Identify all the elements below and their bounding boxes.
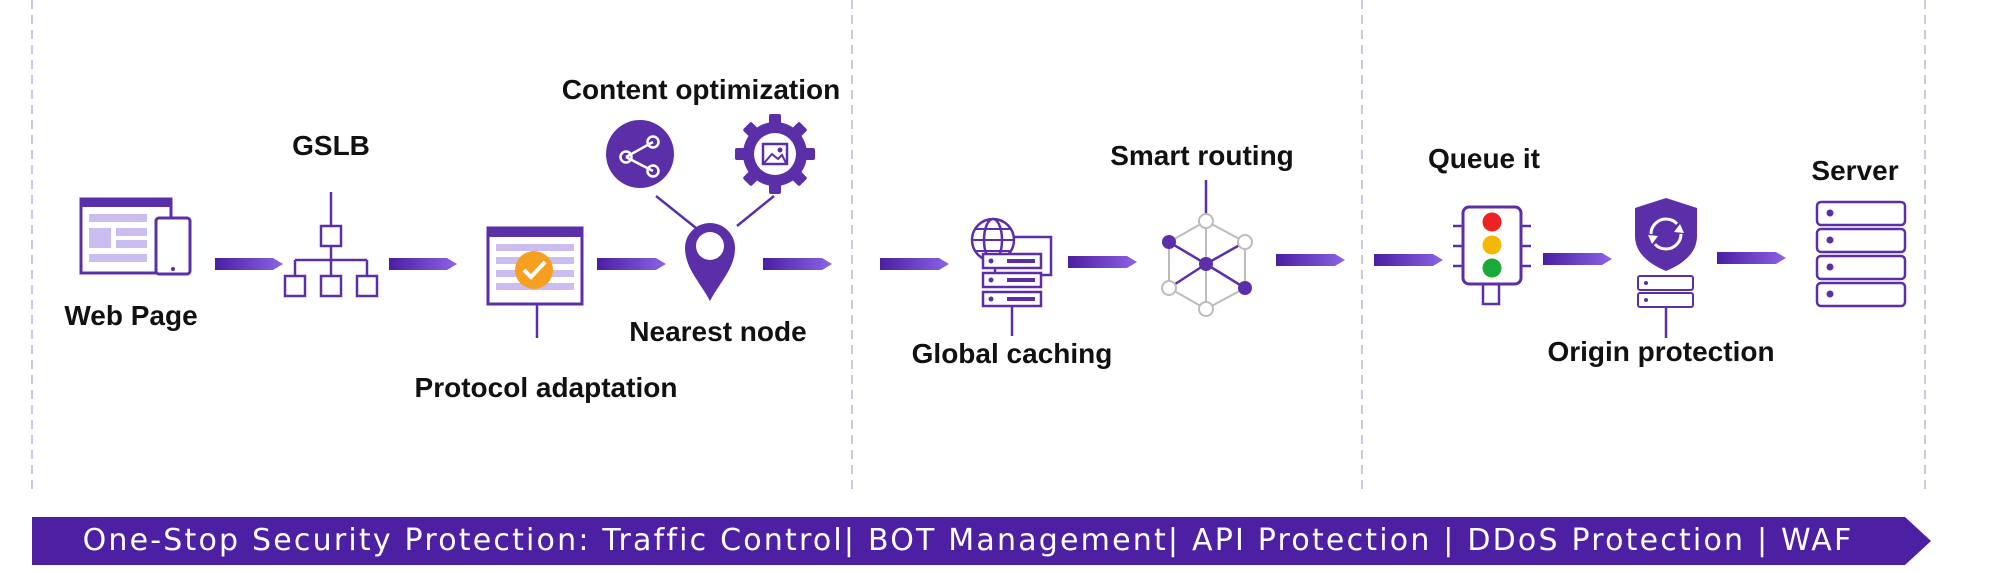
traffic-light-icon: [1453, 205, 1531, 306]
flow-arrow: [389, 258, 457, 270]
flow-arrow: [1717, 252, 1786, 264]
label-nearest-node: Nearest node: [629, 316, 807, 347]
gear-image-icon: [735, 114, 815, 194]
browser-check-icon: [486, 226, 584, 338]
connector-lines: [655, 195, 775, 229]
banner-text: One-Stop Security Protection: Traffic Co…: [82, 523, 1854, 558]
label-queue-it: Queue it: [1427, 143, 1541, 174]
flow-arrow: [215, 258, 283, 270]
label-smart-routing: Smart routing: [1110, 140, 1294, 171]
label-protocol-adaptation: Protocol adaptation: [414, 372, 678, 403]
network-graph-icon: [1161, 180, 1253, 317]
flow-arrows: [215, 252, 1786, 270]
section-dividers: [31, 0, 1926, 494]
label-global-caching: Global caching: [911, 338, 1113, 369]
label-gslb: GSLB: [292, 130, 370, 161]
gslb-tree-icon: [283, 192, 379, 298]
security-banner: [32, 517, 1931, 565]
globe-server-icon: [970, 217, 1053, 336]
webpage-icon: [79, 197, 192, 276]
shield-server-icon: [1635, 198, 1697, 338]
location-pin-icon: [685, 223, 735, 301]
flow-arrow: [1543, 253, 1612, 265]
share-icon: [606, 120, 674, 188]
server-rack-icon: [1815, 200, 1907, 308]
flow-arrow: [597, 258, 666, 270]
flow-arrow: [1374, 254, 1443, 266]
flow-arrow: [1068, 256, 1137, 268]
flow-arrow: [1276, 254, 1345, 266]
label-content-optimization: Content optimization: [561, 74, 841, 105]
label-web-page: Web Page: [64, 300, 198, 331]
flow-arrow: [880, 258, 949, 270]
label-server: Server: [1811, 155, 1899, 186]
flow-arrow: [763, 258, 832, 270]
label-origin-protection: Origin protection: [1547, 336, 1775, 367]
